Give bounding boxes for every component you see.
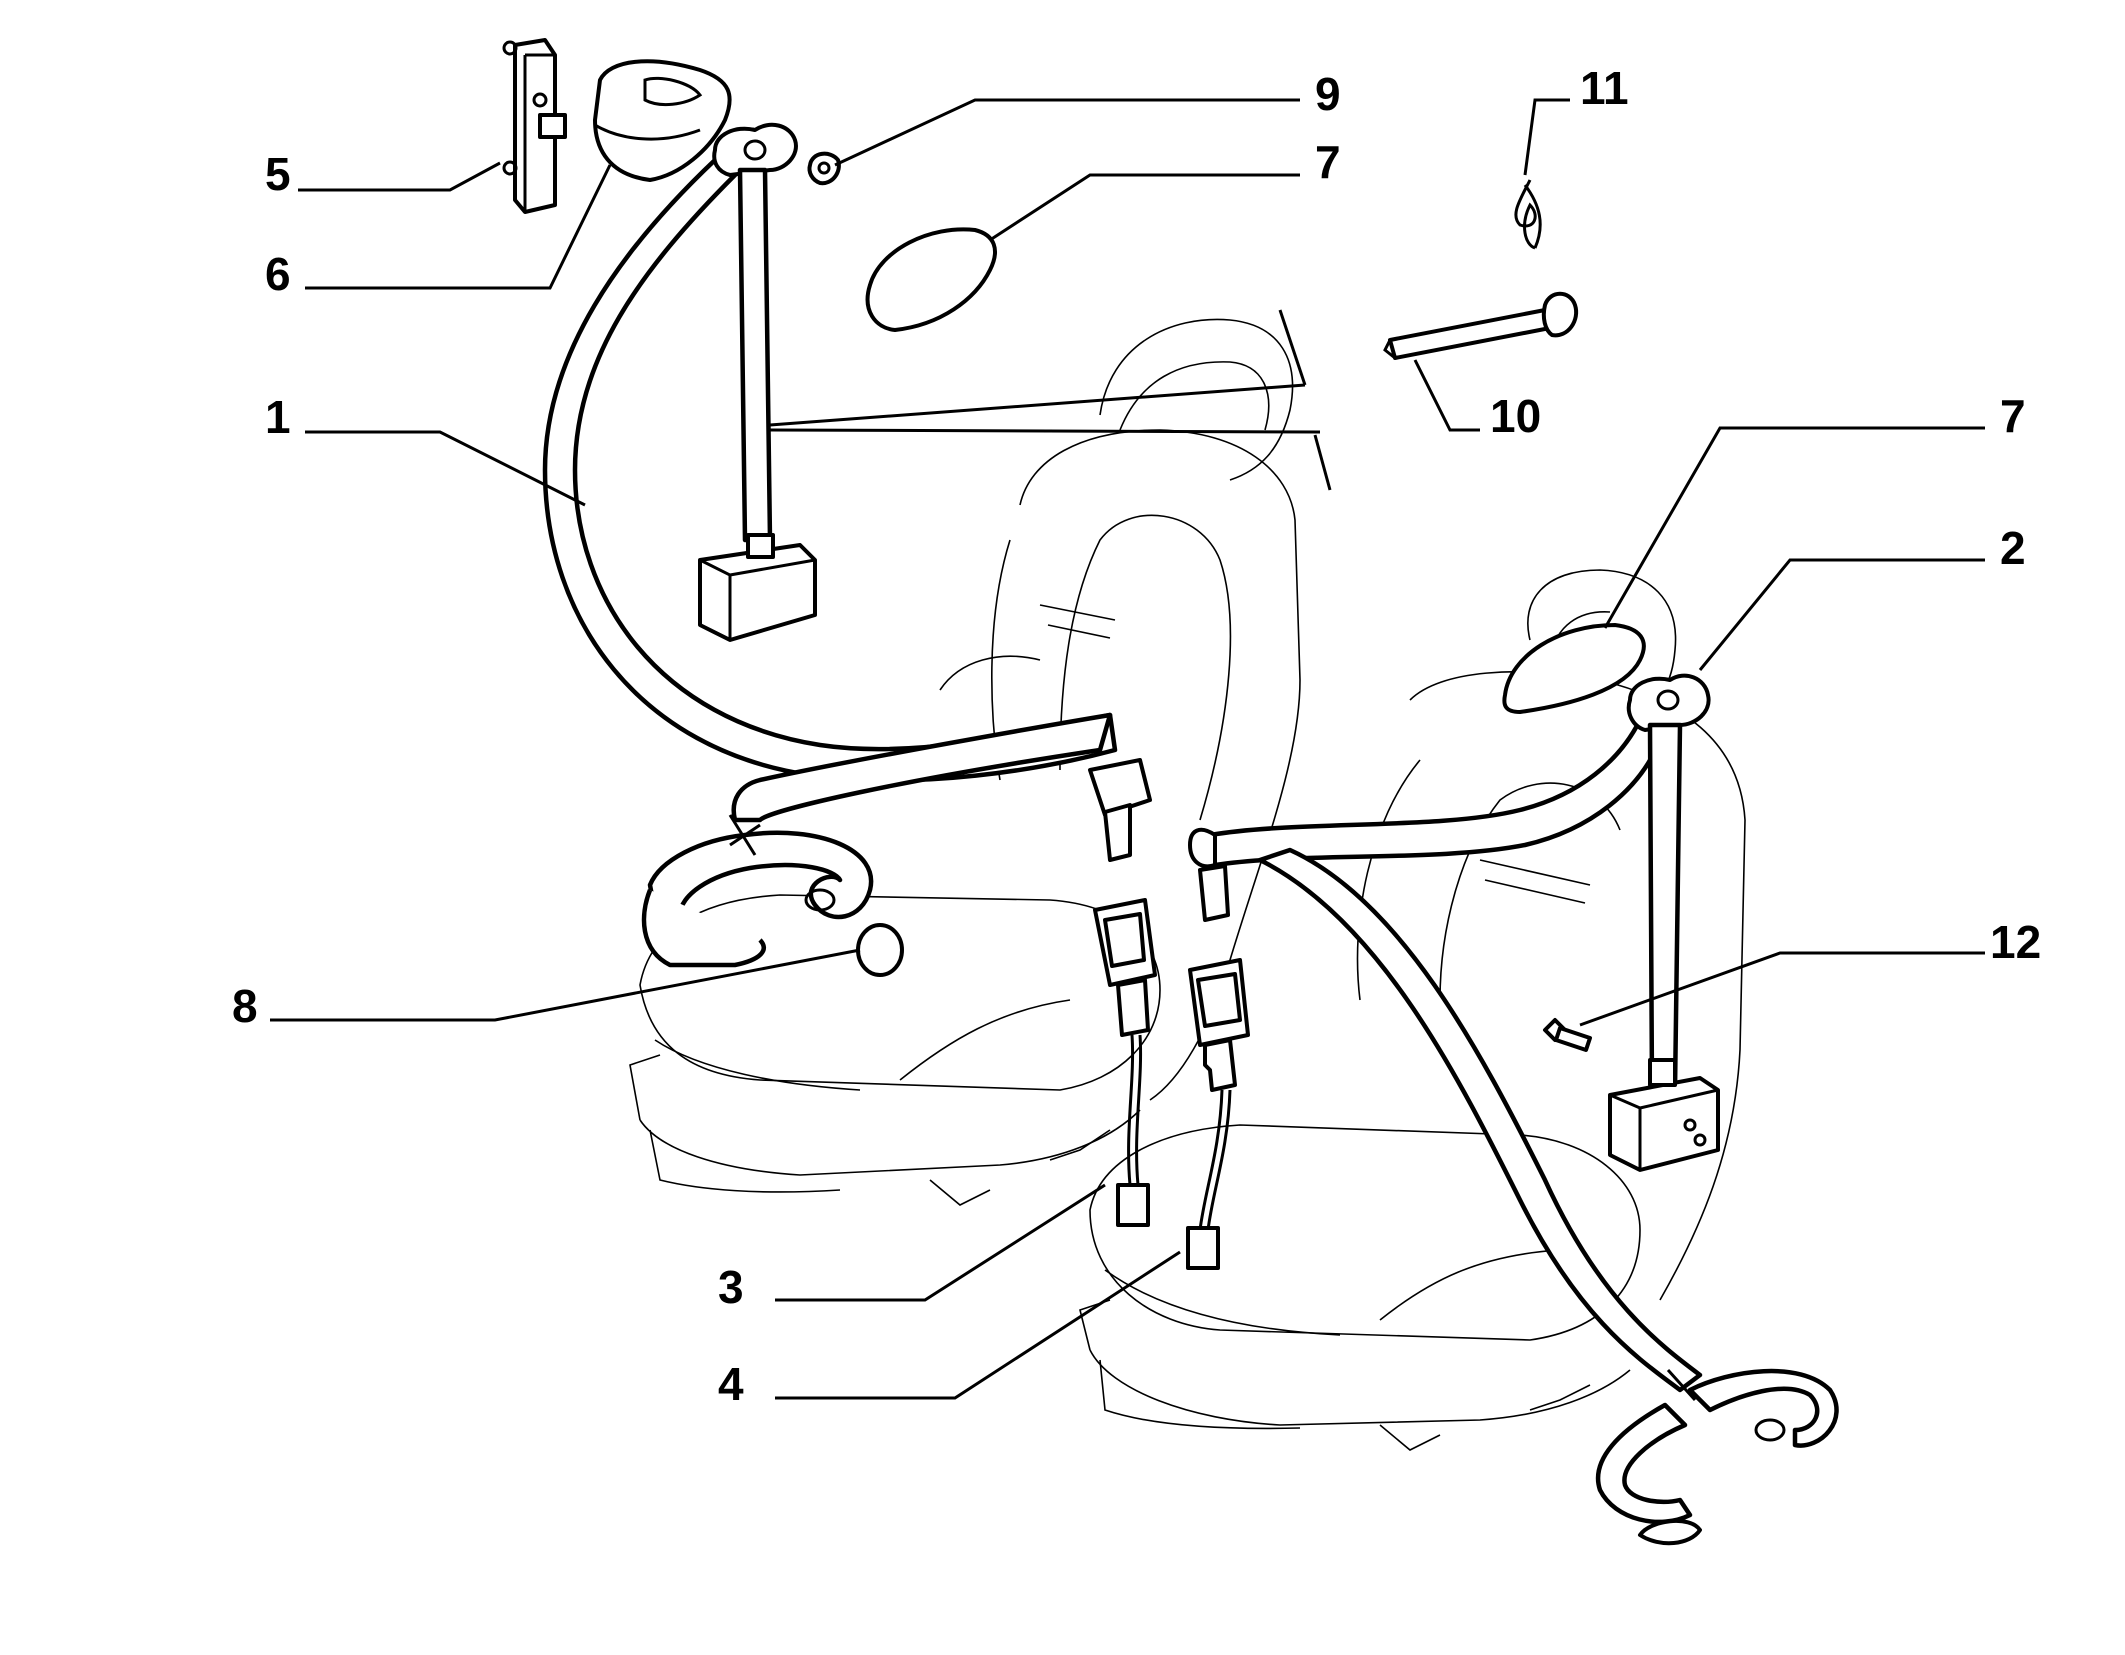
leader-1 — [305, 430, 586, 507]
callout-2: 2 — [2000, 522, 2026, 574]
spring-clip — [1514, 179, 1542, 250]
right-seat — [1079, 569, 1746, 1451]
nut — [807, 151, 841, 186]
callout-4: 4 — [718, 1358, 744, 1410]
belt-guide-line-2 — [769, 428, 1321, 434]
leader-7b — [1603, 426, 1985, 629]
pin — [1383, 291, 1579, 360]
leader-lines — [270, 98, 1985, 1400]
callout-7-upper: 7 — [1315, 136, 1341, 188]
leader-9 — [834, 98, 1300, 167]
left-seat-belt-assembly — [542, 122, 1152, 968]
anchor-cover-right — [1502, 623, 1646, 714]
belt-guide-line-1 — [769, 383, 1306, 427]
center-buckles — [1093, 898, 1250, 1270]
leader-4 — [775, 1250, 1181, 1400]
height-adjuster-rail — [502, 38, 567, 214]
bolt — [1543, 1018, 1592, 1052]
callout-8: 8 — [232, 980, 258, 1032]
leader-11 — [1523, 98, 1570, 176]
callout-6: 6 — [265, 248, 291, 300]
callout-3: 3 — [718, 1261, 744, 1313]
leader-8 — [270, 948, 861, 1022]
cap — [856, 923, 904, 977]
pillar-line-2 — [1313, 434, 1332, 491]
left-seat — [629, 318, 1301, 1206]
right-seat-belt-assembly — [1188, 673, 1839, 1546]
callout-7-right: 7 — [2000, 390, 2026, 442]
callout-1: 1 — [265, 391, 291, 443]
anchor-cover-upper — [865, 227, 997, 332]
callout-labels: 5 6 1 9 7 11 10 7 2 12 8 3 4 — [232, 62, 2041, 1410]
leader-5 — [298, 161, 501, 192]
callout-11: 11 — [1580, 62, 1629, 114]
leader-6 — [305, 164, 612, 290]
leader-7a — [989, 173, 1300, 242]
leader-12 — [1579, 951, 1985, 1027]
trim-cover — [593, 59, 732, 182]
leader-3 — [775, 1183, 1106, 1302]
callout-10: 10 — [1490, 390, 1541, 442]
callout-9: 9 — [1315, 68, 1341, 120]
leader-10 — [1413, 359, 1480, 432]
leader-2 — [1698, 558, 1985, 671]
callout-12: 12 — [1990, 916, 2041, 968]
callout-5: 5 — [265, 148, 291, 200]
pillar-line-1 — [1278, 309, 1307, 386]
